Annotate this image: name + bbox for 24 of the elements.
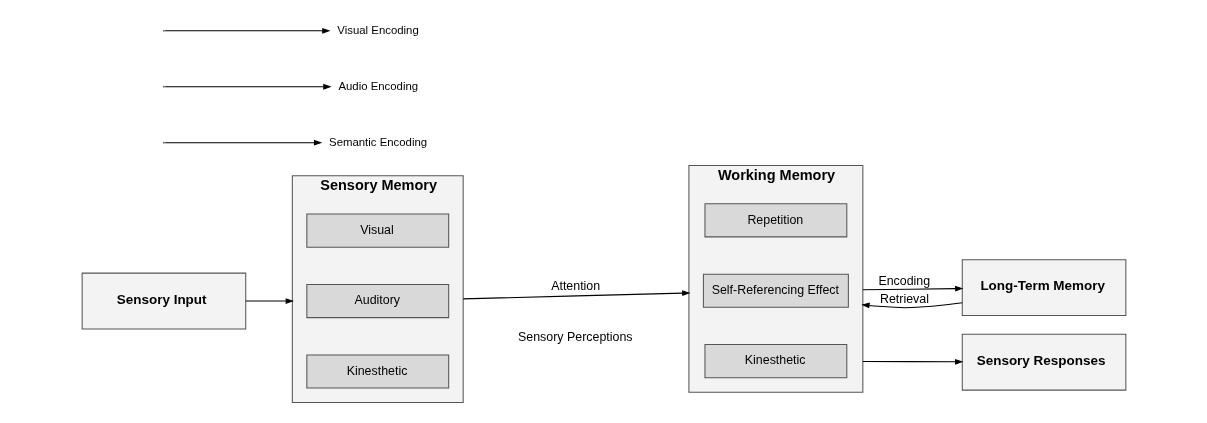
node-box: Repetition: [703, 203, 847, 238]
arrow: [861, 358, 963, 365]
node-box: Kinesthetic: [703, 344, 847, 379]
node-box: Auditory: [305, 284, 449, 319]
arrow: [164, 27, 330, 34]
arrow: [860, 302, 963, 309]
arrow: [244, 298, 294, 304]
node-box: Kinesthetic: [305, 354, 449, 389]
node-box: Visual: [305, 213, 449, 248]
label: Sensory Perceptions: [517, 329, 633, 344]
arrow: [164, 83, 332, 90]
arrow: [462, 290, 690, 300]
edge-label: Retrieval: [879, 291, 929, 306]
node-text: Semantic Encoding: [328, 135, 427, 148]
node-text: Audio Encoding: [337, 79, 418, 92]
arrow: [164, 139, 322, 146]
node-box: Self-Referencing Effect: [702, 273, 849, 308]
node-box: Sensory Responses: [961, 333, 1126, 391]
arrow: [861, 285, 963, 292]
node-text: Visual Encoding: [336, 23, 419, 36]
node-box: Long-Term Memory: [961, 259, 1126, 317]
node-box: Sensory Input: [81, 272, 246, 330]
edge-label: Encoding: [877, 274, 930, 289]
edge-label: Attention: [550, 279, 600, 294]
